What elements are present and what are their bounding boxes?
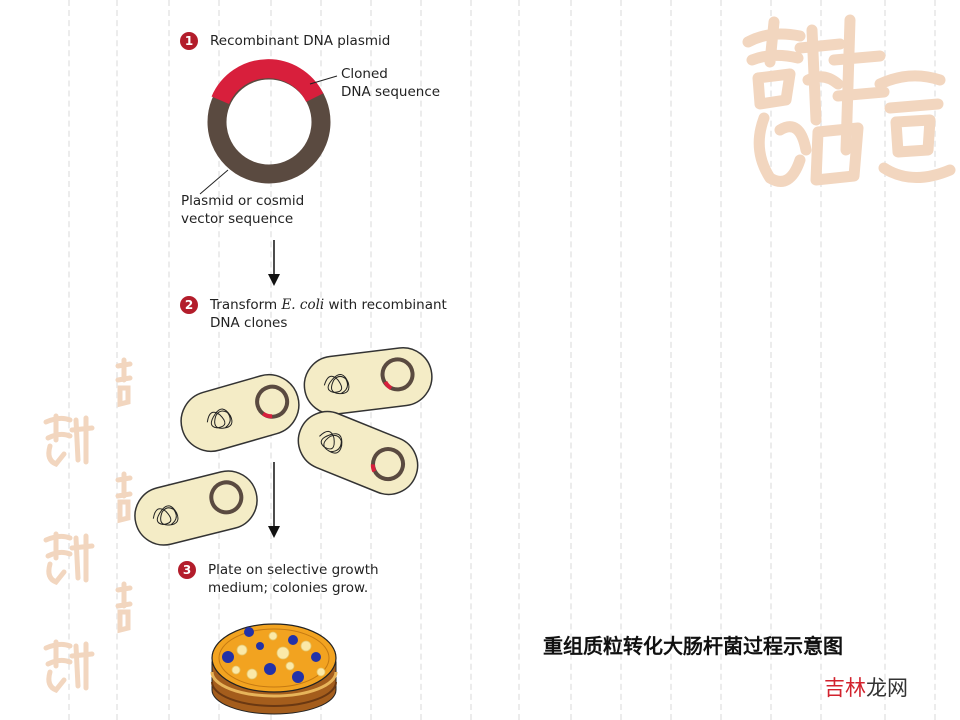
chromosome-tangle [206,408,233,429]
cloned-label-line2: DNA sequence [341,84,441,100]
watermark-logo-small-2 [43,413,95,468]
recombinant-plasmid [199,59,338,195]
cloned-label-leader [309,75,338,85]
watermark-logo-small-4 [43,531,95,586]
step-1-text: Recombinant DNA plasmid [210,33,391,49]
watermark-logo-small-6 [43,639,95,694]
step-2-text-line2: DNA clones [210,315,288,331]
watermark-logo-large [742,14,956,187]
vector-label-line1: Plasmid or cosmid [181,193,305,209]
step-2-text-italic: E. coli [281,297,325,313]
step-3-text: Plate on selective growth medium; coloni… [208,561,379,597]
step-2-text-pre: Transform [210,297,282,313]
site-watermark: 吉林龙网 [824,672,908,702]
arrow-step1-to-step2 [268,240,280,286]
plasmid-in-cell [255,384,290,419]
vector-label-leader [199,169,229,195]
arrow-step2-to-step3 [268,462,280,538]
cloned-dna-label: Cloned DNA sequence [341,65,440,101]
cloned-label-line1: Cloned [341,66,388,82]
ecoli-cell-3 [297,410,419,496]
colonies-cream [231,631,326,680]
watermark-logo-small-1 [115,357,133,408]
step-2: 2 Transform E. coli with recombinant DNA… [180,296,447,332]
step-3-text-line2: medium; colonies grow. [208,580,369,596]
step-3-badge: 3 [178,561,196,579]
step-3: 3 Plate on selective growth medium; colo… [178,561,379,597]
step-2-badge: 2 [180,296,198,314]
ecoli-cell-2 [303,346,433,416]
ecoli-cell-4 [134,470,258,546]
step-2-text-post: with recombinant [324,297,447,313]
step-1-badge: 1 [180,32,198,50]
step-3-text-line1: Plate on selective growth [208,562,379,578]
watermark-logo-small-5 [115,581,133,634]
site-watermark-part1: 吉林 [824,676,866,700]
step-2-text: Transform E. coli with recombinant DNA c… [210,296,447,332]
petri-dish [210,623,338,715]
watermark-logo-small-3 [115,471,133,524]
site-watermark-part2: 龙网 [866,676,908,700]
colonies-blue [222,627,321,683]
ecoli-cell-1 [180,373,300,453]
cloned-insert-arc [211,59,324,105]
vector-label-line2: vector sequence [181,211,294,227]
vector-sequence-label: Plasmid or cosmid vector sequence [181,192,304,228]
step-1: 1 Recombinant DNA plasmid [180,32,390,50]
figure-caption: 重组质粒转化大肠杆菌过程示意图 [543,634,843,658]
